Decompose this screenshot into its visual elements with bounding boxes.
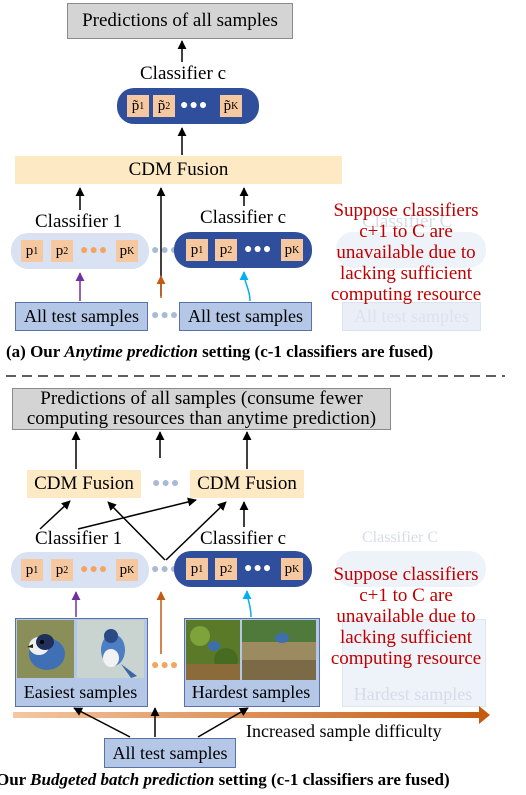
arrow-all-to-easiest [73, 707, 131, 738]
cdm-fusion-label-top: CDM Fusion [128, 159, 229, 180]
fused-prob-chip-k: p̃K [220, 95, 242, 117]
predictions-box-top: Predictions of all samples [67, 3, 293, 39]
cdm-fusion-box-left: CDM Fusion [27, 470, 141, 498]
caption-anytime: (a) Our Anytime prediction setting (c-1 … [6, 342, 434, 361]
arrow-cyan-bottom [242, 590, 252, 618]
cdm-fusion-label-right: CDM Fusion [197, 473, 297, 494]
faded-hardest-samples-box [342, 619, 486, 707]
hard-bird-photo-2 [242, 620, 316, 680]
cdm-fusion-box-top: CDM Fusion [15, 156, 342, 184]
ellipsis-white-bottom: ●●● [244, 561, 273, 576]
cdm-fusion-label-left: CDM Fusion [34, 473, 134, 494]
ellipsis-between-classifiers-top: ●●● [151, 243, 180, 258]
classifier-c-label-top: Classifier c [140, 63, 227, 84]
classifier-c-label-bottom: Classifier c [200, 528, 287, 549]
fused-ellipsis: ●●● [180, 98, 209, 113]
predictions-box-bottom: Predictions of all samples (consume fewe… [12, 388, 391, 430]
fused-prob-chip-1: p̃1 [127, 95, 149, 117]
fused-prob-chip-2: p̃2 [153, 95, 175, 117]
ellipsis-orange-bottom: ●●● [80, 562, 109, 577]
unavailable-note-top: Suppose classifiers c+1 to C are unavail… [330, 200, 482, 305]
ellipsis-between-classifiers-bottom: ●●● [151, 562, 180, 577]
predictions-line-2: computing resources than anytime predict… [26, 408, 377, 429]
hardest-samples-label: Hardest samples [191, 682, 311, 702]
caption-budgeted: Our Budgeted batch prediction setting (c… [0, 770, 450, 789]
ellipsis-samples-bottom: ●●● [151, 658, 180, 673]
faded-classifier-label-bottom: Classifier C [362, 529, 438, 546]
all-test-samples-left-top: All test samples [15, 302, 148, 331]
ellipsis-orange-top: ●●● [80, 243, 109, 258]
classifier-c-label-top-2: Classifier c [200, 207, 287, 228]
difficulty-bar-head [479, 706, 490, 724]
all-test-samples-faded-top: All test samples [342, 302, 481, 331]
faded-classifier-pill-bottom [336, 551, 486, 587]
classifier-1-label-top: Classifier 1 [35, 211, 123, 232]
predictions-label-top: Predictions of all samples [82, 10, 278, 31]
faded-hardest-samples-label: Hardest samples [353, 684, 473, 704]
blue-jay-photo-1 [17, 620, 74, 678]
blue-jay-photo-2 [77, 620, 144, 678]
classifier-1-label-bottom: Classifier 1 [35, 528, 123, 549]
arrow-mid-to-cdmright [165, 501, 227, 561]
difficulty-label: Increased sample difficulty [246, 721, 442, 741]
faded-classifier-pill-top [336, 232, 486, 268]
unavailable-note-bottom: Suppose classifiers c+1 to C are unavail… [330, 564, 482, 669]
all-test-samples-bottom: All test samples [104, 738, 236, 768]
arrow-all-to-hardest [197, 707, 249, 738]
arrow-mid-to-cdmleft [107, 501, 166, 561]
arrow-cls1-to-cdmleft [39, 500, 71, 530]
ellipsis-samples-top: ●●● [151, 308, 180, 323]
arrow-cyan-top [239, 271, 251, 302]
cdm-fusion-box-right: CDM Fusion [190, 470, 304, 498]
all-test-samples-right-top: All test samples [179, 302, 312, 331]
faded-classifier-label-top: Classifier C [362, 211, 453, 232]
arrow-cls1-to-cdmright [77, 497, 197, 530]
ellipsis-white-top: ●●● [244, 242, 273, 257]
hard-bird-photo-1 [186, 620, 240, 680]
predictions-line-1: Predictions of all samples (consume fewe… [40, 388, 363, 409]
easiest-samples-label: Easiest samples [23, 682, 138, 702]
ellipsis-cdm: ●●● [152, 476, 181, 491]
